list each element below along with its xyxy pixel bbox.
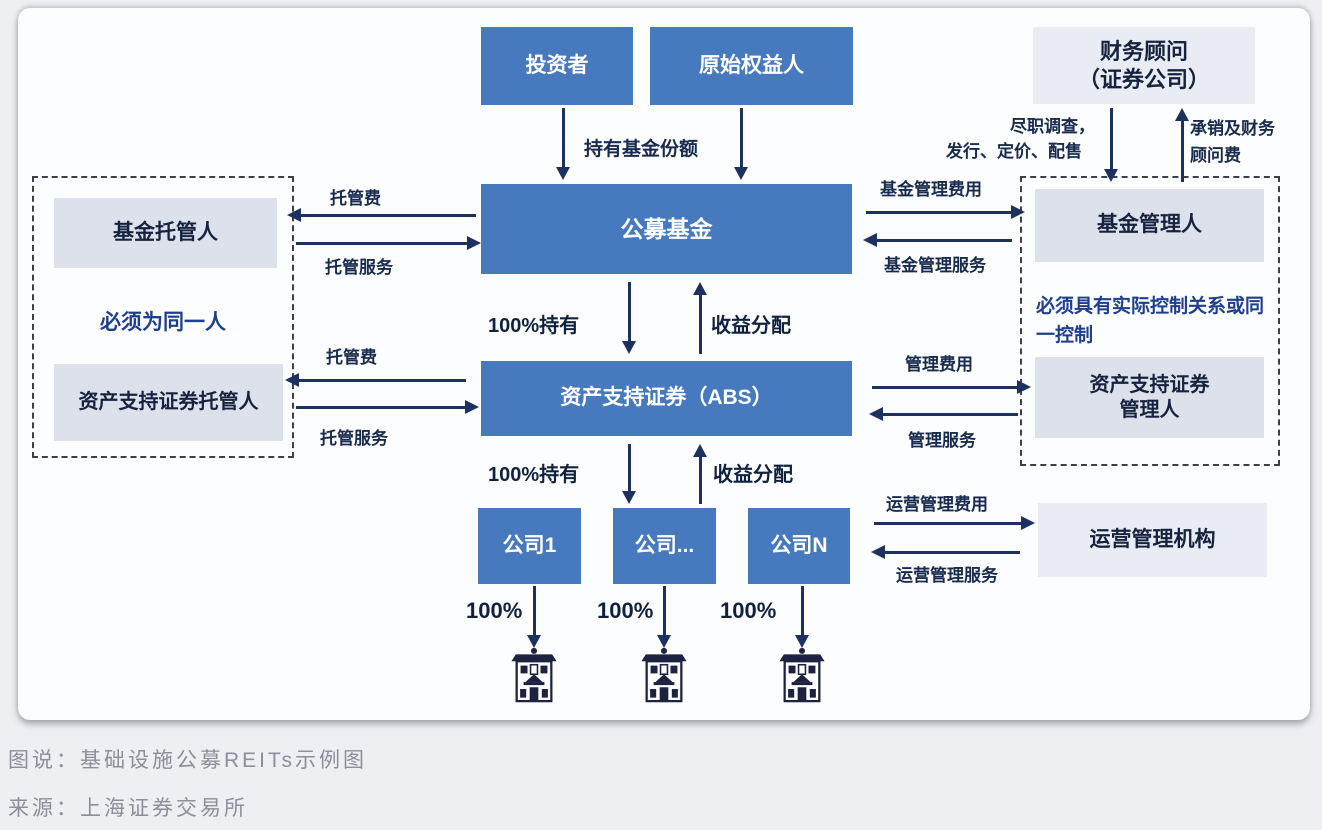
arrow-abs-to-companies — [622, 444, 636, 504]
node-abs: 资产支持证券（ABS） — [481, 361, 852, 436]
arrow-custody-fee-top — [287, 208, 476, 222]
label-pct-3: 100% — [720, 598, 777, 623]
node-abs-custodian: 资产支持证券托管人 — [54, 364, 283, 441]
arrow-op-fee — [874, 516, 1035, 530]
node-financial-advisor-line1: 财务顾问 — [1099, 39, 1188, 64]
node-company-mid: 公司... — [613, 508, 716, 584]
building-icon — [511, 647, 557, 703]
node-fund-custodian-label: 基金托管人 — [113, 220, 218, 244]
label-op-service: 运营管理服务 — [896, 566, 998, 585]
label-pct-hold-lower: 100%持有 — [488, 464, 580, 486]
arrow-custody-service-top — [296, 236, 481, 250]
building-icon — [641, 647, 687, 703]
label-hold-fund-shares: 持有基金份额 — [584, 139, 699, 160]
node-company-mid-label: 公司... — [634, 533, 695, 557]
arrow-fund-to-abs — [622, 282, 636, 354]
arrow-mgmt-fee — [872, 380, 1031, 394]
node-company-1: 公司1 — [478, 508, 581, 584]
label-op-fee: 运营管理费用 — [886, 495, 988, 514]
node-original-holder: 原始权益人 — [650, 27, 853, 105]
control-note: 必须具有实际控制关系或同一控制 — [1036, 296, 1265, 347]
label-pct-hold-upper: 100%持有 — [488, 315, 580, 337]
arrow-original-to-fund — [734, 108, 748, 180]
arrow-abs-to-fund — [693, 282, 707, 354]
manager-group-frame — [1020, 176, 1280, 466]
label-due-diligence-line1: 尽职调查， — [1010, 117, 1095, 136]
node-public-fund: 公募基金 — [481, 184, 852, 274]
node-public-fund-label: 公募基金 — [620, 215, 713, 242]
node-abs-custodian-label: 资产支持证券托管人 — [78, 391, 259, 413]
label-pct-1: 100% — [466, 598, 523, 623]
node-financial-advisor: 财务顾问 （证券公司） — [1033, 27, 1255, 104]
arrow-mgmt-service — [869, 407, 1018, 421]
building-icon — [779, 647, 825, 703]
node-company-1-label: 公司1 — [502, 533, 557, 557]
node-financial-advisor-line2: （证券公司） — [1077, 66, 1210, 92]
node-fund-custodian: 基金托管人 — [54, 198, 277, 268]
label-fund-mgmt-fee: 基金管理费用 — [880, 180, 982, 199]
node-abs-manager-line2: 管理人 — [1119, 398, 1180, 421]
arrow-companymid-to-asset — [657, 586, 671, 648]
node-abs-manager-line1: 资产支持证券 — [1089, 373, 1210, 396]
node-abs-manager: 资产支持证券 管理人 — [1035, 357, 1264, 438]
label-income-dist-lower: 收益分配 — [713, 464, 793, 486]
label-due-diligence-line2: 发行、定价、配售 — [946, 142, 1082, 161]
arrow-custody-service-bottom — [296, 400, 479, 414]
label-custody-fee-bottom: 托管费 — [326, 348, 377, 367]
label-underwriting-line1: 承销及财务 — [1190, 119, 1275, 138]
arrow-fund-mgmt-fee — [866, 205, 1025, 219]
node-company-n-label: 公司N — [770, 533, 828, 557]
arrow-fund-mgmt-service — [863, 233, 1012, 247]
node-operation-manager-label: 运营管理机构 — [1089, 527, 1216, 551]
arrow-companies-to-abs — [693, 444, 707, 504]
arrow-investor-to-fund — [556, 108, 570, 180]
node-operation-manager: 运营管理机构 — [1038, 503, 1267, 577]
label-mgmt-service: 管理服务 — [908, 431, 976, 450]
same-person-note: 必须为同一人 — [100, 311, 226, 334]
label-custody-fee-top: 托管费 — [330, 189, 381, 208]
label-mgmt-fee: 管理费用 — [905, 355, 973, 374]
custodian-group-frame — [32, 176, 294, 458]
node-fund-manager: 基金管理人 — [1035, 189, 1264, 262]
figure-caption: 图说：基础设施公募REITs示例图 — [8, 749, 368, 772]
label-underwriting-line2: 顾问费 — [1190, 146, 1241, 165]
arrow-companyn-to-asset — [795, 586, 809, 648]
label-custody-service-top: 托管服务 — [325, 258, 393, 277]
node-abs-label: 资产支持证券（ABS） — [560, 386, 773, 410]
node-investor-label: 投资者 — [525, 53, 589, 77]
node-investor: 投资者 — [481, 27, 633, 105]
arrow-custody-fee-bottom — [285, 373, 466, 387]
arrow-op-service — [871, 545, 1020, 559]
arrow-advisor-up — [1175, 108, 1189, 182]
arrow-advisor-down — [1104, 108, 1118, 182]
figure-source: 来源：上海证券交易所 — [8, 797, 248, 820]
node-company-n: 公司N — [748, 508, 850, 584]
label-pct-2: 100% — [597, 598, 654, 623]
arrow-company1-to-asset — [527, 586, 541, 648]
node-original-holder-label: 原始权益人 — [699, 53, 804, 77]
node-fund-manager-label: 基金管理人 — [1097, 213, 1202, 237]
label-custody-service-bottom: 托管服务 — [320, 429, 388, 448]
label-income-dist-upper: 收益分配 — [711, 315, 791, 337]
label-fund-mgmt-service: 基金管理服务 — [884, 256, 986, 275]
